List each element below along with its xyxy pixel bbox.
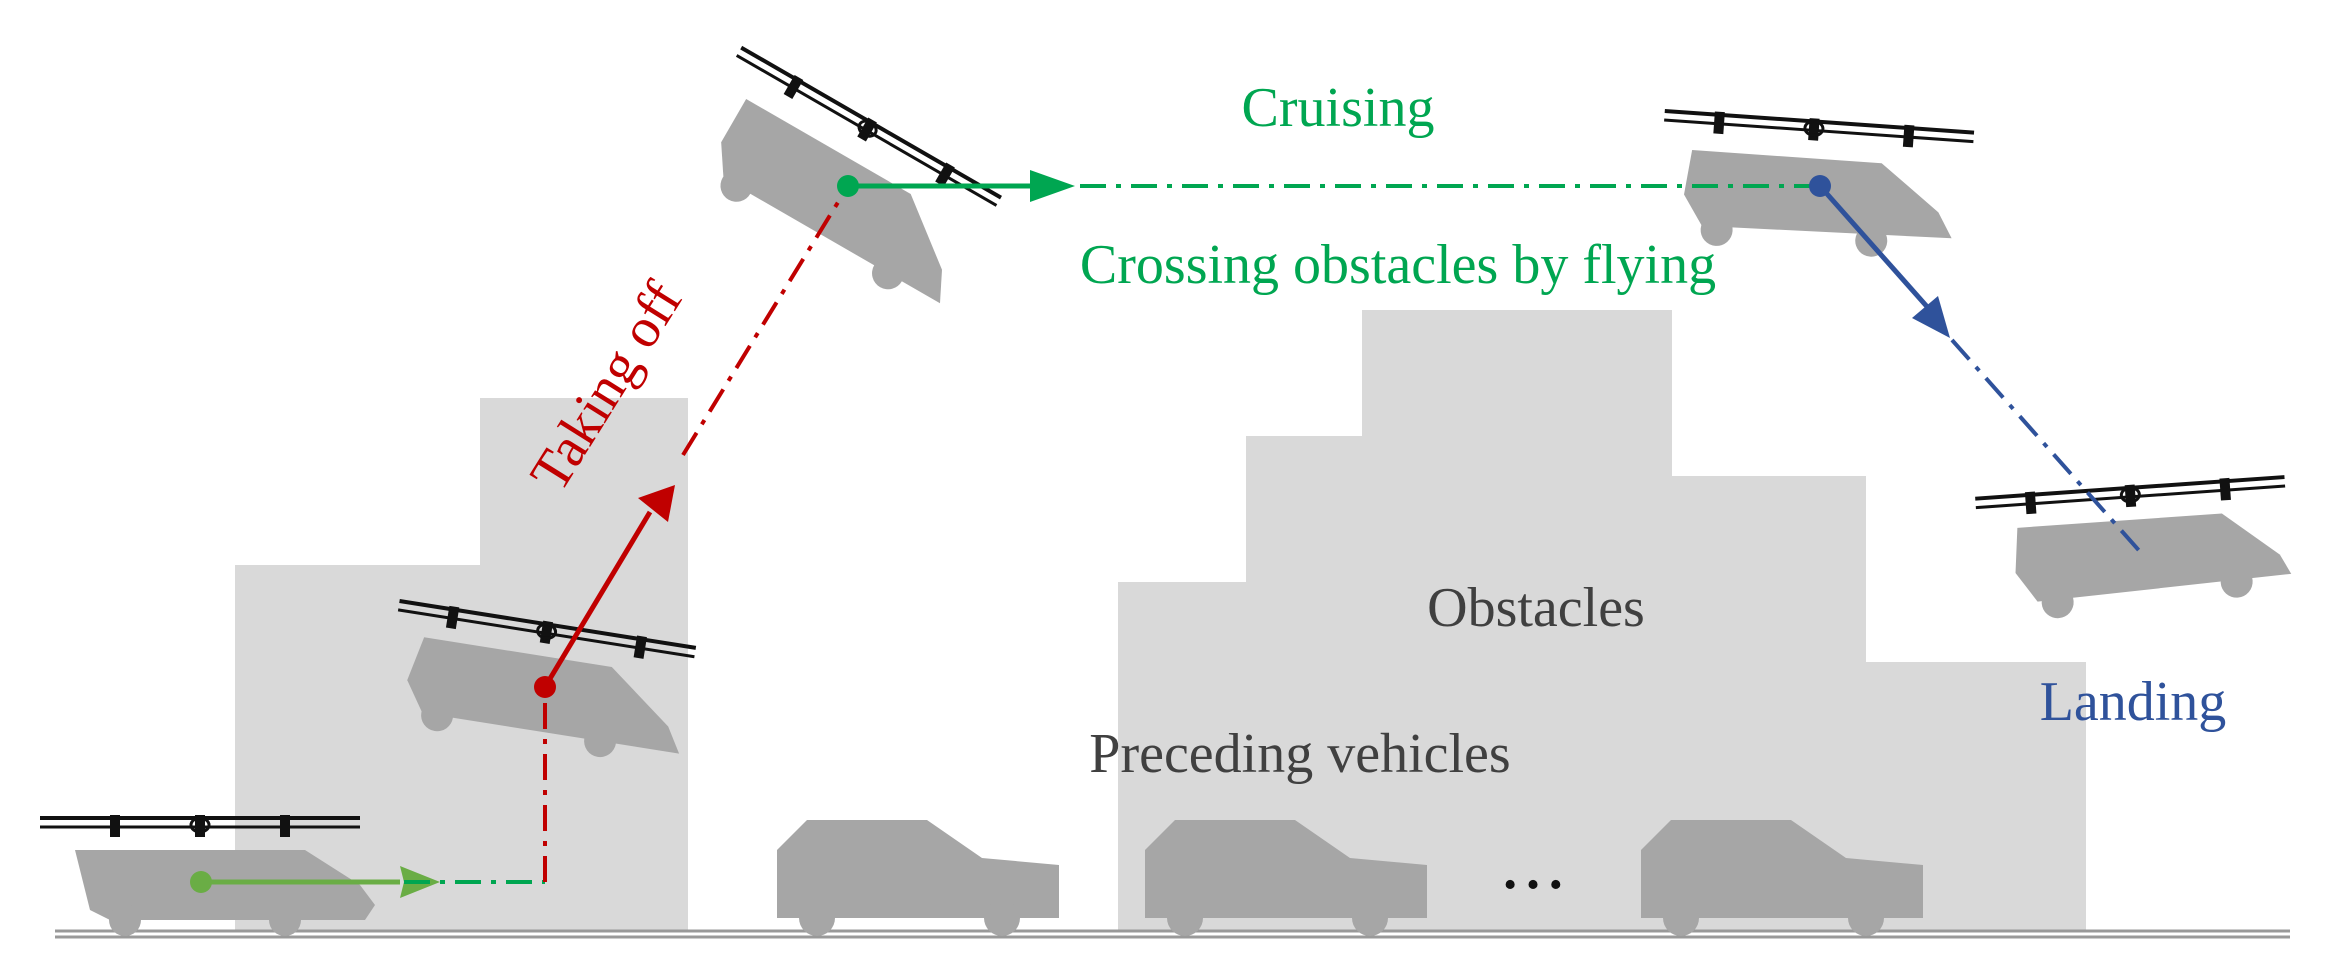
landing-path: [1809, 175, 2145, 557]
obstacles-label: Obstacles: [1427, 577, 1645, 639]
flying-car-icon: [720, 45, 1002, 304]
flying-car-icon: [40, 815, 375, 936]
car-icon: [777, 820, 1059, 936]
cruising-label: Cruising: [1242, 77, 1435, 139]
ellipsis-label: • • •: [1504, 864, 1563, 906]
flying-car-icon: [1975, 475, 2292, 619]
car-icon: [1145, 820, 1427, 936]
taking-off-path: [534, 184, 850, 882]
ground-driving-path: [190, 866, 545, 898]
preceding-vehicles-label: Preceding vehicles: [1089, 723, 1510, 785]
rotor-icon: [397, 598, 697, 659]
cruising-path: [837, 170, 1820, 202]
crossing-obstacles-label: Crossing obstacles by flying: [1080, 234, 1716, 296]
rotor-icon: [1664, 108, 1975, 148]
car-icon: [1641, 820, 1923, 936]
ground-line: [55, 929, 2290, 939]
rotor-icon: [1975, 475, 2286, 515]
landing-label: Landing: [2040, 671, 2227, 733]
rotor-icon: [735, 45, 1002, 207]
rotor-icon: [40, 815, 360, 837]
